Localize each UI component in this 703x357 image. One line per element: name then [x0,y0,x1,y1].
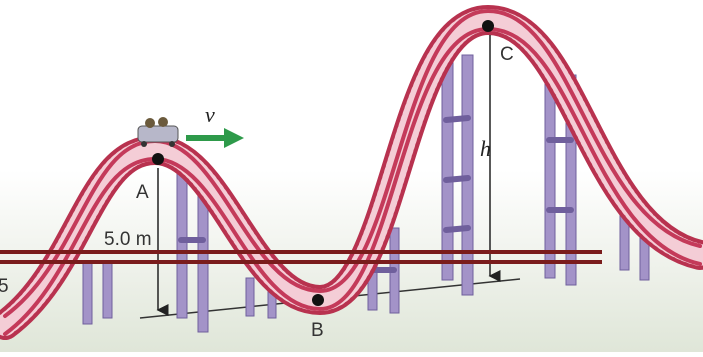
point-a-label: A [136,182,149,203]
edge-number: 5 [0,276,9,297]
velocity-arrow-icon [186,128,244,148]
point-a-marker [152,153,164,165]
height-c-label: h [480,136,491,161]
height-a-label: 5.0 m [104,229,152,250]
point-c-marker [482,20,494,32]
overlay-bar-bottom [0,260,602,264]
roller-coaster-track [0,4,703,340]
point-c-label: C [500,44,514,65]
point-b-label: B [311,320,324,341]
support-cross-braces [178,115,574,273]
overlay-bar-top [0,250,602,254]
point-b-marker [312,294,324,306]
velocity-label: v [205,102,215,127]
roller-coaster-cart-icon [137,117,179,147]
